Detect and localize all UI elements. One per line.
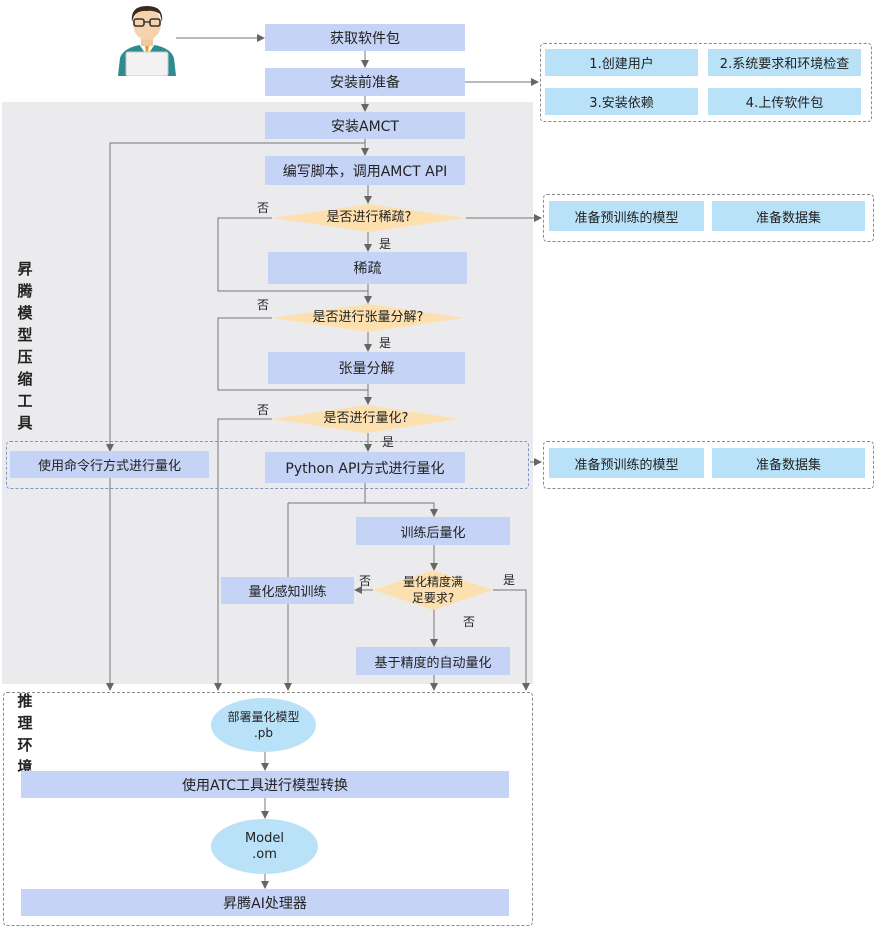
quant-methods-group: [6, 441, 529, 489]
quant-prereq-dataset: 准备数据集: [712, 448, 865, 478]
decision-accuracy-line1: 量化精度满: [402, 575, 463, 589]
label-no-accuracy-left: 否: [359, 574, 372, 588]
om-model-node: Model .om: [211, 819, 318, 874]
sparsify-step: 稀疏: [268, 252, 467, 284]
decision-tensor-shape: [272, 304, 464, 332]
write-script-step: 编写脚本，调用AMCT API: [265, 156, 465, 185]
tensor-decompose-step: 张量分解: [268, 352, 465, 384]
decision-quant: 是否进行量化?: [323, 411, 409, 426]
quant-prereq-model: 准备预训练的模型: [549, 448, 704, 478]
label-yes-quant: 是: [382, 435, 395, 449]
om-model-name: Model: [244, 830, 285, 846]
decision-accuracy: 量化精度满 足要求?: [373, 574, 493, 608]
decision-sparse-shape: [272, 204, 466, 232]
label-no-quant: 否: [257, 403, 270, 417]
label-yes-sparse: 是: [379, 237, 392, 251]
compression-tool-title: 昇腾模型压缩工具: [17, 260, 33, 432]
pb-model-node: 部署量化模型 .pb: [211, 698, 316, 752]
decision-accuracy-line2: 足要求?: [411, 591, 455, 605]
post-train-quant-step: 训练后量化: [356, 517, 510, 545]
sparse-prereq-group: [543, 194, 874, 242]
decision-sparse: 是否进行稀疏?: [326, 210, 412, 225]
user-avatar-icon: [118, 6, 176, 76]
pre-install-step: 安装前准备: [265, 68, 465, 96]
sparse-prereq-model: 准备预训练的模型: [549, 201, 704, 231]
decision-tensor: 是否进行张量分解?: [312, 310, 424, 325]
ascend-processor-step: 昇腾AI处理器: [21, 889, 509, 916]
label-no-sparse: 否: [257, 201, 270, 215]
quant-prereq-group: [543, 441, 874, 489]
decision-accuracy-shape: [373, 570, 493, 610]
install-amct-step: 安装AMCT: [265, 112, 465, 139]
label-no-accuracy-down: 否: [463, 615, 476, 629]
auto-quant-step: 基于精度的自动量化: [356, 647, 510, 675]
prep-item-install-deps: 3.安装依赖: [545, 88, 698, 115]
get-package-step: 获取软件包: [265, 24, 465, 51]
python-api-quant-step: Python API方式进行量化: [265, 452, 465, 483]
prep-items-group: [540, 43, 872, 122]
sparse-prereq-dataset: 准备数据集: [712, 201, 865, 231]
label-no-tensor: 否: [257, 298, 270, 312]
decision-quant-shape: [272, 405, 460, 433]
pb-model-name: 部署量化模型: [227, 710, 300, 724]
pb-model-ext: .pb: [253, 726, 274, 740]
qat-step: 量化感知训练: [221, 577, 354, 604]
prep-item-upload-package: 4.上传软件包: [708, 88, 861, 115]
cmd-quant-step: 使用命令行方式进行量化: [10, 451, 209, 478]
prep-item-create-user: 1.创建用户: [545, 49, 698, 76]
atc-convert-step: 使用ATC工具进行模型转换: [21, 771, 509, 798]
prep-item-env-check: 2.系统要求和环境检查: [708, 49, 861, 76]
label-yes-accuracy: 是: [503, 573, 516, 587]
inference-env-region: [3, 692, 533, 926]
label-yes-tensor: 是: [379, 336, 392, 350]
om-model-ext: .om: [252, 846, 277, 862]
